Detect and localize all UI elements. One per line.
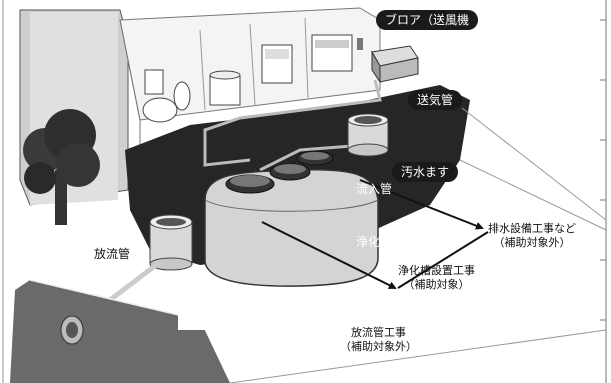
washing-machine-fixture: [261, 44, 293, 84]
inflow-pipe: [259, 143, 366, 172]
tank-body-label: 浄化槽本体: [356, 235, 417, 249]
blower-label: ブロア（送風機: [376, 10, 479, 30]
edge-ticks: [600, 0, 607, 383]
drainage-work-arrow: [359, 179, 484, 230]
air-pipe: [203, 79, 382, 167]
drainage-work-subsidy: （補助対象外）: [493, 236, 571, 249]
tree: [23, 109, 100, 225]
outflow-work-subsidy: （補助対象外）: [340, 340, 417, 353]
arrow-connector: [397, 231, 489, 289]
tank-work-note: 浄化槽設置工事 （補助対象）: [398, 264, 475, 292]
drainage-work-note: 排水設備工事など （補助対象外）: [488, 222, 576, 250]
wash-basin-fixture: [209, 70, 241, 106]
tank-work-arrow: [261, 221, 397, 289]
outflow-pipe: [108, 260, 162, 302]
outflow-pipe-label: 放流管: [94, 247, 131, 261]
sewage-basin-label: 汚水ます: [392, 162, 459, 182]
tank-work-subsidy: （補助対象）: [403, 278, 470, 291]
drainage-work-title: 排水設備工事など: [488, 222, 576, 235]
inflow-pipe-label: 流入管: [356, 182, 393, 196]
toilet-fixture: [142, 69, 191, 123]
blower-unit: [371, 45, 419, 84]
label-plate: [178, 292, 383, 330]
air-pipe-label: 送気管: [408, 90, 463, 110]
outflow-basin-cylinder: [149, 214, 193, 271]
sewage-basin-cylinder: [347, 113, 389, 157]
boundary-line: [229, 107, 607, 383]
outflow-work-title: 放流管工事: [351, 326, 406, 339]
kitchen-fixture: [311, 34, 363, 72]
outflow-work-note: 放流管工事 （補助対象外）: [340, 326, 417, 354]
tank-work-title: 浄化槽設置工事: [398, 264, 475, 277]
drainage-ditch: [10, 279, 230, 383]
